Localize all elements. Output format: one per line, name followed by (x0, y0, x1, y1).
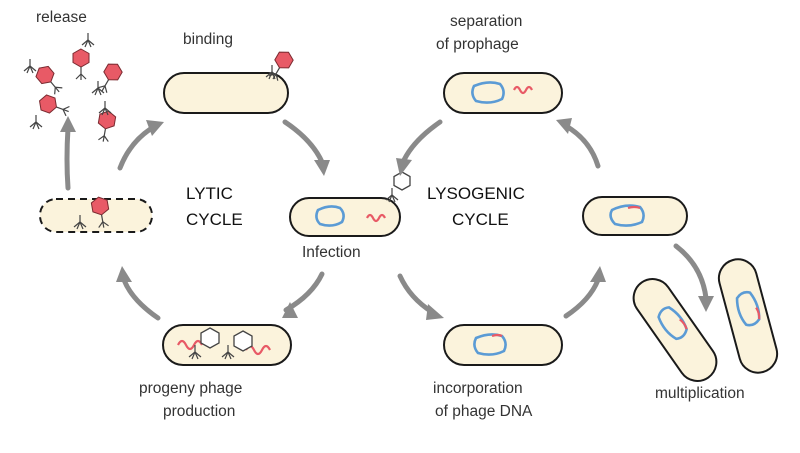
arrowhead (60, 116, 76, 132)
released-phages (23, 32, 126, 144)
phage-legs-icon (81, 32, 95, 48)
phage-icon (94, 109, 118, 144)
arrowhead (116, 266, 132, 282)
cell-incorporation (443, 324, 563, 366)
arrowhead (556, 118, 572, 134)
arrow-lysogen-to-separation (563, 123, 601, 169)
arrow-infection-to-incorporation (397, 273, 435, 315)
arrowhead (698, 296, 714, 312)
phage-legs-icon (91, 80, 105, 96)
cell-multiplication-left (632, 278, 718, 382)
empty-capsid-icon (200, 327, 220, 349)
phage-icon (72, 48, 90, 81)
phage-dna-strand (513, 85, 533, 95)
label-progeny-line1: progeny phage (139, 380, 242, 397)
phage-icon (36, 92, 73, 120)
label-progeny-line2: production (163, 403, 235, 420)
arrow-lysogen-to-multiplication (673, 243, 709, 301)
cell-lysogen (582, 196, 688, 236)
label-separation-line1: separation (450, 13, 522, 30)
bacterial-dna (609, 204, 645, 227)
arrow-separation-to-infection (401, 119, 443, 163)
arrow-progeny-to-lysing (121, 277, 161, 321)
empty-capsid-icon (393, 171, 411, 191)
cycle-arrows (60, 116, 714, 321)
prophage-segment (627, 205, 641, 210)
empty-capsid-icon (233, 330, 253, 352)
arrowhead (590, 266, 606, 282)
arrow-lysing-to-binding (117, 125, 155, 171)
cell-multiplication-right (717, 258, 779, 374)
label-release: release (36, 9, 87, 26)
label-lytic-line2: CYCLE (186, 210, 243, 229)
arrowhead (146, 120, 164, 136)
label-lytic-line1: LYTIC (186, 184, 233, 203)
arrow-incorporation-to-lysogen (563, 277, 601, 319)
phage-legs-icon (23, 58, 37, 74)
phage-dna-strand (177, 339, 203, 351)
label-lysogenic-line1: LYSOGENIC (427, 184, 525, 203)
arrowhead (314, 160, 330, 176)
arrowhead (282, 302, 298, 318)
cell-binding (163, 72, 289, 114)
label-binding: binding (183, 31, 233, 48)
bacterial-dna (315, 205, 345, 227)
arrow-infection-to-progeny (283, 271, 325, 313)
label-infection: Infection (302, 244, 361, 261)
cell-infection (289, 197, 401, 237)
label-separation-line2: of prophage (436, 36, 519, 53)
cell-progeny (162, 324, 292, 366)
label-incorporation-line1: incorporation (433, 380, 523, 397)
arrow-binding-to-infection (282, 119, 325, 165)
label-multiplication: multiplication (655, 385, 745, 402)
label-lysogenic-line2: CYCLE (452, 210, 509, 229)
phage-dna-strand (366, 213, 386, 223)
label-incorporation-line2: of phage DNA (435, 403, 533, 420)
arrowhead (396, 158, 412, 176)
arrowhead (426, 304, 444, 320)
prophage-segment (491, 333, 503, 338)
arrow-lysing-to-release (64, 125, 71, 191)
phage-icon (32, 62, 66, 98)
bacterial-dna (471, 81, 505, 104)
phage-legs-icon (29, 114, 43, 130)
